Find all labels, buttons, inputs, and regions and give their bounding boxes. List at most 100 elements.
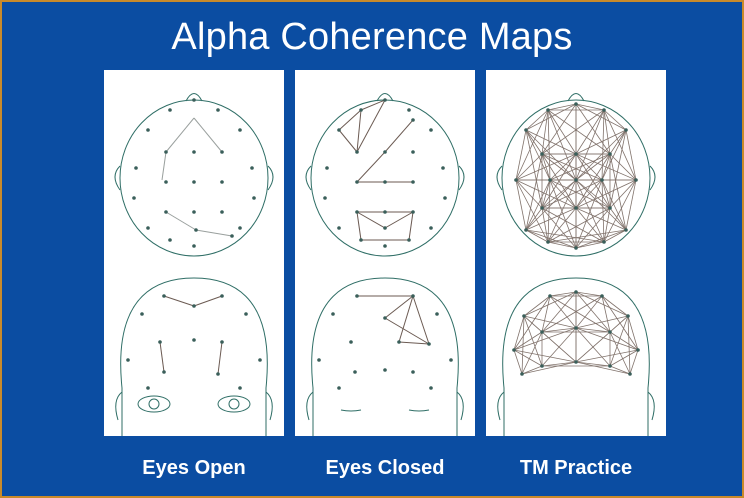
electrode-dot	[383, 316, 387, 320]
electrode-dot	[146, 128, 150, 132]
electrode-dot	[383, 98, 387, 102]
coherence-line	[547, 109, 551, 181]
coherence-line	[541, 103, 577, 155]
coherence-line	[549, 153, 577, 181]
coherence-line	[609, 331, 639, 351]
electrode-dot	[238, 226, 242, 230]
electrode-dot	[238, 128, 242, 132]
coherence-line	[575, 361, 611, 367]
electrode-dot	[608, 152, 612, 156]
electrode-dot	[574, 326, 578, 330]
coherence-line	[547, 109, 611, 155]
electrode-dot	[162, 370, 166, 374]
electrode-dot	[546, 240, 550, 244]
eyes-closed-maps	[305, 93, 465, 436]
front-view-connections	[357, 295, 430, 345]
electrode-dot	[602, 240, 606, 244]
coherence-line	[575, 179, 611, 209]
coherence-line	[513, 331, 543, 351]
electrode-dot	[164, 150, 168, 154]
coherence-line	[603, 207, 611, 243]
electrode-dot	[411, 294, 415, 298]
coherence-line	[601, 179, 605, 243]
electrode-dot	[323, 196, 327, 200]
electrode-dot	[608, 330, 612, 334]
electrode-dot	[238, 386, 242, 390]
electrode-dot	[158, 340, 162, 344]
coherence-line	[549, 295, 611, 333]
front-view-electrodes	[512, 290, 640, 376]
coherence-line	[603, 229, 627, 243]
coherence-line	[575, 315, 629, 329]
electrode-dot	[574, 246, 578, 250]
coherence-line	[525, 229, 577, 249]
electrode-dot	[216, 108, 220, 112]
coherence-line	[575, 153, 603, 181]
coherence-line	[603, 179, 637, 243]
electrode-dot	[244, 312, 248, 316]
coherence-line	[541, 327, 577, 367]
electrode-dot	[411, 180, 415, 184]
coherence-line	[541, 295, 603, 333]
coherence-line	[547, 109, 577, 181]
electrode-dot	[411, 370, 415, 374]
coherence-line	[547, 109, 577, 155]
electrode-dot	[192, 338, 196, 342]
electrode-dot	[634, 178, 638, 182]
front-view-head	[115, 277, 273, 436]
coherence-line	[575, 295, 603, 329]
electrode-dot	[383, 150, 387, 154]
coherence-line	[523, 291, 577, 317]
electrode-dot	[353, 370, 357, 374]
electrode-dot	[140, 312, 144, 316]
electrode-dot	[216, 372, 220, 376]
electrode-dot	[258, 358, 262, 362]
electrode-dot	[600, 178, 604, 182]
coherence-line	[541, 179, 577, 209]
coherence-line	[547, 179, 577, 243]
panel-eyes-open	[104, 70, 284, 436]
electrode-dot	[429, 226, 433, 230]
electrode-dot	[220, 150, 224, 154]
coherence-line	[609, 129, 627, 209]
coherence-line	[609, 153, 637, 181]
coherence-line	[541, 291, 577, 333]
coherence-line	[541, 327, 577, 333]
electrode-dot	[441, 166, 445, 170]
front-view-head	[497, 277, 655, 436]
coherence-line	[541, 207, 549, 243]
coherence-line	[541, 153, 603, 181]
electrode-dot	[383, 180, 387, 184]
electrode-dot	[230, 234, 234, 238]
coherence-line	[525, 207, 577, 231]
electrode-dot	[134, 166, 138, 170]
electrode-dot	[331, 312, 335, 316]
coherence-line	[541, 179, 603, 209]
coherence-line	[575, 331, 611, 363]
electrode-dot	[540, 330, 544, 334]
coherence-line	[549, 295, 577, 329]
front-view-electrodes	[126, 294, 262, 390]
coherence-line	[609, 207, 627, 231]
coherence-line	[541, 207, 577, 249]
electrode-dot	[427, 342, 431, 346]
electrode-dot	[624, 128, 628, 132]
electrode-dot	[602, 108, 606, 112]
coherence-line	[575, 327, 611, 333]
coherence-line	[515, 179, 549, 243]
electrode-dot	[383, 244, 387, 248]
electrode-dot	[383, 368, 387, 372]
coherence-line	[541, 361, 577, 367]
electrode-dot	[397, 340, 401, 344]
coherence-line	[547, 229, 627, 243]
electrode-dot	[192, 304, 196, 308]
coherence-line	[609, 153, 627, 231]
coherence-line	[549, 179, 577, 209]
coherence-line	[609, 365, 631, 375]
coherence-line	[627, 315, 639, 351]
coherence-line	[525, 129, 577, 181]
coherence-line	[575, 241, 605, 249]
coherence-line	[515, 129, 527, 181]
front-view-electrodes	[317, 294, 453, 390]
coherence-line	[609, 129, 627, 155]
